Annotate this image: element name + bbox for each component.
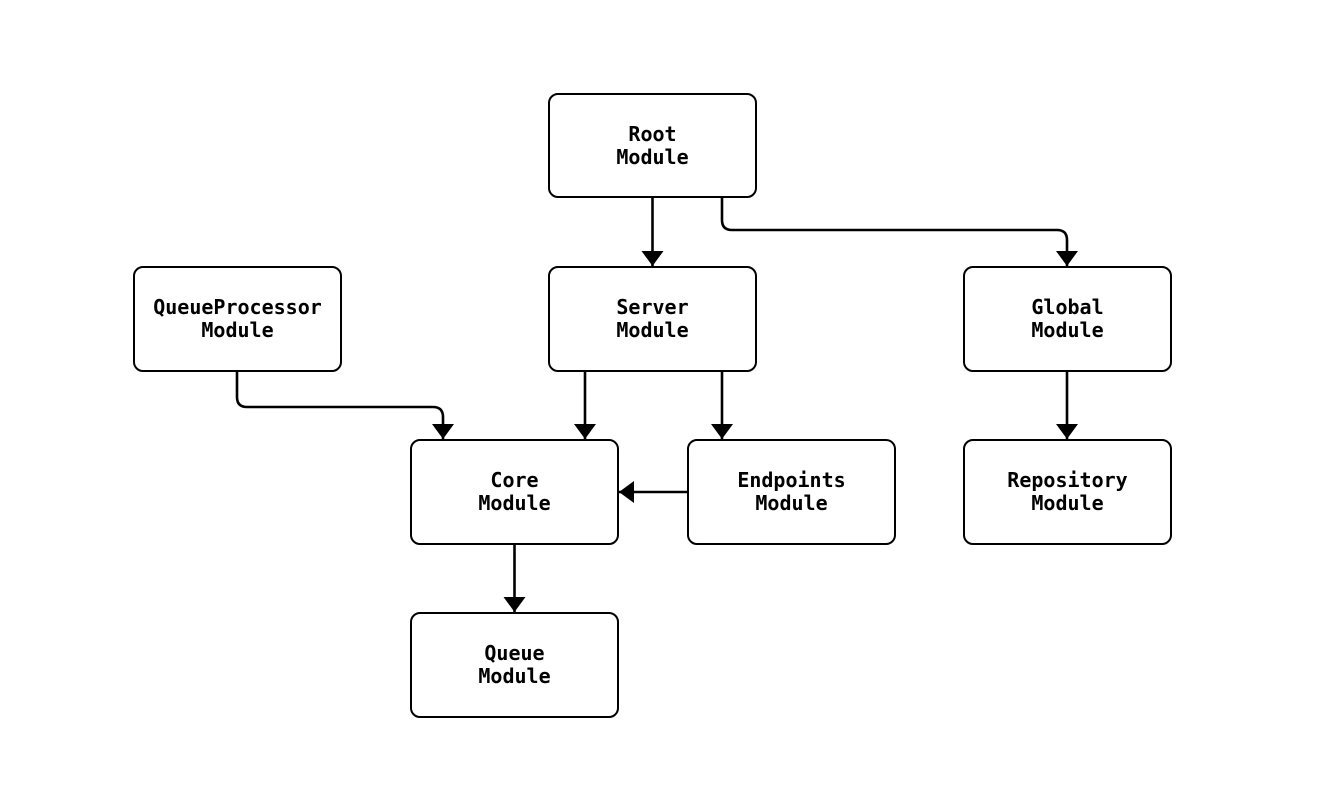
node-label-line: Module (1031, 491, 1104, 515)
node-root-module: Root Module (548, 93, 757, 198)
node-label-line: Module (616, 318, 689, 342)
edge-queueprocessor-core (235, 372, 454, 439)
node-label-line: Module (616, 144, 689, 169)
node-server-module: Server Module (548, 266, 757, 372)
node-label-line: Queue (484, 641, 545, 665)
node-endpoints-module: Endpoints Module (687, 439, 896, 545)
node-global-module: Global Module (963, 266, 1172, 372)
node-label-line: QueueProcessor (153, 295, 322, 319)
node-label-line: Module (1031, 318, 1104, 342)
node-label-line: Server (616, 295, 689, 319)
edge-root-global (720, 198, 1078, 266)
node-repository-module: Repository Module (963, 439, 1172, 545)
node-core-module: Core Module (410, 439, 619, 545)
node-label-line: Global (1031, 295, 1104, 319)
node-label-line: Module (478, 664, 551, 688)
node-queueprocessor-module: QueueProcessor Module (133, 266, 342, 372)
node-label-line: Endpoints (737, 468, 846, 492)
node-label-line: Root (628, 121, 677, 146)
node-label-line: Module (201, 318, 274, 342)
node-label-line: Core (490, 468, 539, 492)
node-queue-module: Queue Module (410, 612, 619, 718)
node-label-line: Repository (1007, 468, 1128, 492)
node-label-line: Module (478, 491, 551, 515)
node-label-line: Module (755, 491, 828, 515)
